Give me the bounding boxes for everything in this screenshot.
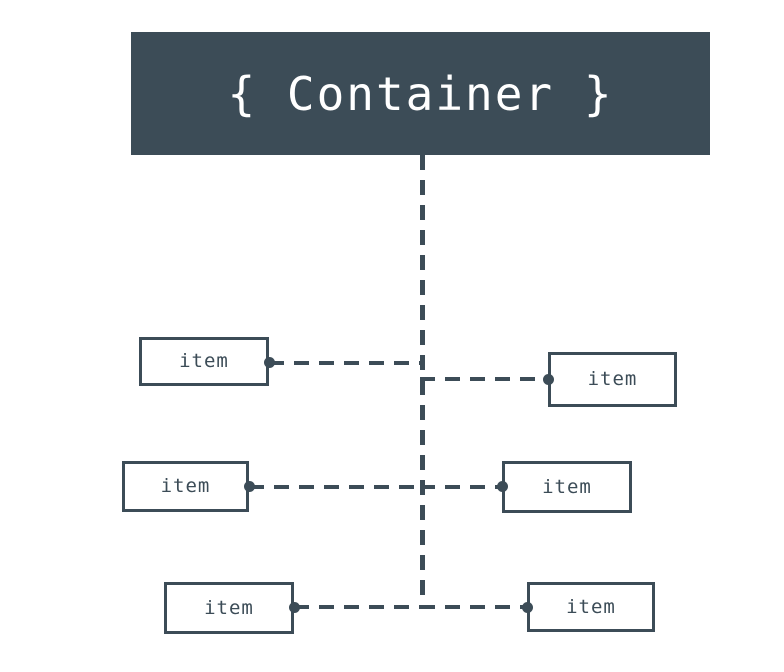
item-label: item xyxy=(566,595,616,618)
dashed-connector-right-3 xyxy=(420,605,527,609)
item-label: item xyxy=(587,368,638,390)
container-header-bar: { Container } xyxy=(131,32,710,155)
item-box-right-1[interactable]: item xyxy=(548,352,677,407)
connector-dot-right-1 xyxy=(543,374,554,385)
item-box-left-3[interactable]: item xyxy=(164,582,294,634)
item-box-right-2[interactable]: item xyxy=(502,461,632,513)
dashed-connector-right-1 xyxy=(420,377,548,381)
item-label: item xyxy=(179,350,229,372)
dashed-connector-left-3 xyxy=(294,605,421,609)
item-label: item xyxy=(542,475,592,498)
connector-dot-left-2 xyxy=(244,481,255,492)
connector-dot-right-2 xyxy=(497,481,508,492)
dashed-connector-left-2 xyxy=(249,485,421,489)
item-label: item xyxy=(160,475,211,497)
item-label: item xyxy=(204,596,254,619)
container-title: { Container } xyxy=(227,66,614,121)
item-box-right-3[interactable]: item xyxy=(527,582,655,632)
connector-dot-left-1 xyxy=(264,357,275,368)
vertical-dashed-spine xyxy=(420,155,425,607)
connector-dot-right-3 xyxy=(522,602,533,613)
dashed-connector-left-1 xyxy=(269,361,421,365)
item-box-left-1[interactable]: item xyxy=(139,337,269,386)
connector-dot-left-3 xyxy=(289,602,300,613)
dashed-connector-right-2 xyxy=(420,485,502,489)
item-box-left-2[interactable]: item xyxy=(122,461,249,512)
